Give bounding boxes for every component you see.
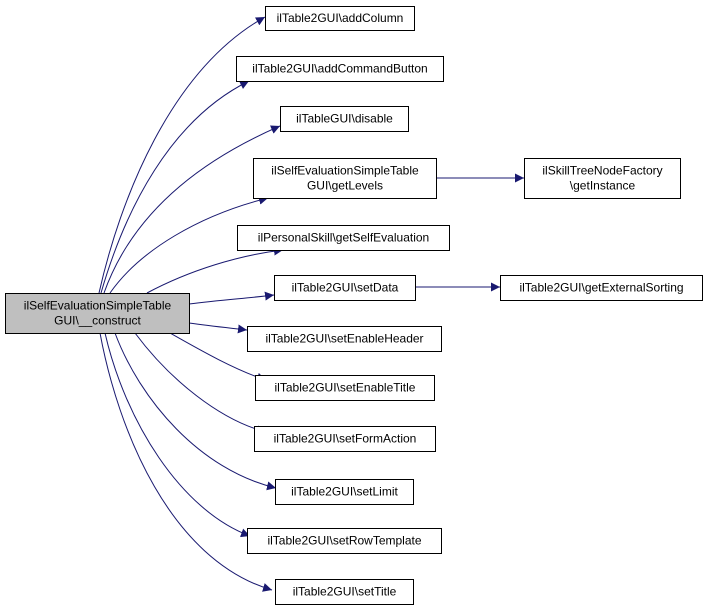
node-label-line: ilPersonalSkill\getSelfEvaluation <box>258 231 429 245</box>
edge-root-to-setRowTemplate <box>104 332 251 538</box>
node-setEnableTitle[interactable]: ilTable2GUI\setEnableTitle <box>255 375 435 401</box>
node-label-line: ilTable2GUI\setFormAction <box>274 432 417 446</box>
node-setLimit[interactable]: ilTable2GUI\setLimit <box>275 479 414 505</box>
node-label-line: ilTableGUI\disable <box>296 112 393 126</box>
edge-root-to-setData <box>188 291 275 305</box>
node-label-line: ilSkillTreeNodeFactory <box>542 164 662 178</box>
node-box <box>275 479 414 505</box>
node-getSelfEvaluation[interactable]: ilPersonalSkill\getSelfEvaluation <box>237 225 450 251</box>
edge-root-to-setFormAction <box>134 332 267 435</box>
node-box <box>274 275 416 301</box>
node-label-line: ilTable2GUI\addColumn <box>277 11 404 25</box>
node-box <box>247 528 442 554</box>
node-label-line: \getInstance <box>570 179 636 193</box>
node-addCommandButton[interactable]: ilTable2GUI\addCommandButton <box>236 56 444 82</box>
node-label-line: ilSelfEvaluationSimpleTable <box>24 299 172 313</box>
node-box <box>5 293 190 334</box>
edge-root-to-addCommandButton <box>100 80 250 294</box>
edge-root-to-setTitle <box>99 332 273 592</box>
node-label-line: ilTable2GUI\setEnableTitle <box>275 381 416 395</box>
node-box <box>524 158 681 199</box>
node-box <box>236 56 444 82</box>
node-box <box>253 158 437 199</box>
edge-root-to-getSelfEvaluation <box>146 246 284 294</box>
node-setFormAction[interactable]: ilTable2GUI\setFormAction <box>254 426 436 452</box>
edge-root-to-getLevels <box>109 195 269 294</box>
node-setData[interactable]: ilTable2GUI\setData <box>274 275 416 301</box>
node-label-line: GUI\getLevels <box>307 179 383 193</box>
node-box <box>247 326 442 352</box>
node-addColumn[interactable]: ilTable2GUI\addColumn <box>265 6 415 31</box>
edges <box>98 16 524 592</box>
node-setTitle[interactable]: ilTable2GUI\setTitle <box>275 579 414 605</box>
node-box <box>275 579 414 605</box>
edge-root-to-addColumn <box>98 16 266 294</box>
node-label-line: ilTable2GUI\setLimit <box>291 485 398 499</box>
node-box <box>280 106 409 132</box>
node-label-line: ilTable2GUI\setRowTemplate <box>267 534 421 548</box>
node-label-line: ilTable2GUI\setData <box>292 281 399 295</box>
node-label-line: ilTable2GUI\addCommandButton <box>252 62 427 76</box>
node-root[interactable]: ilSelfEvaluationSimpleTableGUI\__constru… <box>5 293 190 334</box>
node-setRowTemplate[interactable]: ilTable2GUI\setRowTemplate <box>247 528 442 554</box>
nodes: ilSelfEvaluationSimpleTableGUI\__constru… <box>5 6 703 605</box>
node-box <box>237 225 450 251</box>
node-label-line: ilTable2GUI\getExternalSorting <box>519 281 683 295</box>
node-label-line: ilTable2GUI\setEnableHeader <box>265 332 423 346</box>
node-label-line: ilSelfEvaluationSimpleTable <box>271 164 419 178</box>
edge-root-to-disable <box>103 125 281 294</box>
node-getInstance[interactable]: ilSkillTreeNodeFactory\getInstance <box>524 158 681 199</box>
node-disable[interactable]: ilTableGUI\disable <box>280 106 409 132</box>
edge-root-to-setLimit <box>114 332 277 491</box>
node-label-line: GUI\__construct <box>54 314 141 328</box>
node-label-line: ilTable2GUI\setTitle <box>293 585 397 599</box>
edge-root-to-setEnableHeader <box>188 322 248 334</box>
node-box <box>254 426 436 452</box>
node-box <box>500 275 703 301</box>
node-box <box>255 375 435 401</box>
node-setEnableHeader[interactable]: ilTable2GUI\setEnableHeader <box>247 326 442 352</box>
node-getExternalSorting[interactable]: ilTable2GUI\getExternalSorting <box>500 275 703 301</box>
node-box <box>265 6 415 31</box>
